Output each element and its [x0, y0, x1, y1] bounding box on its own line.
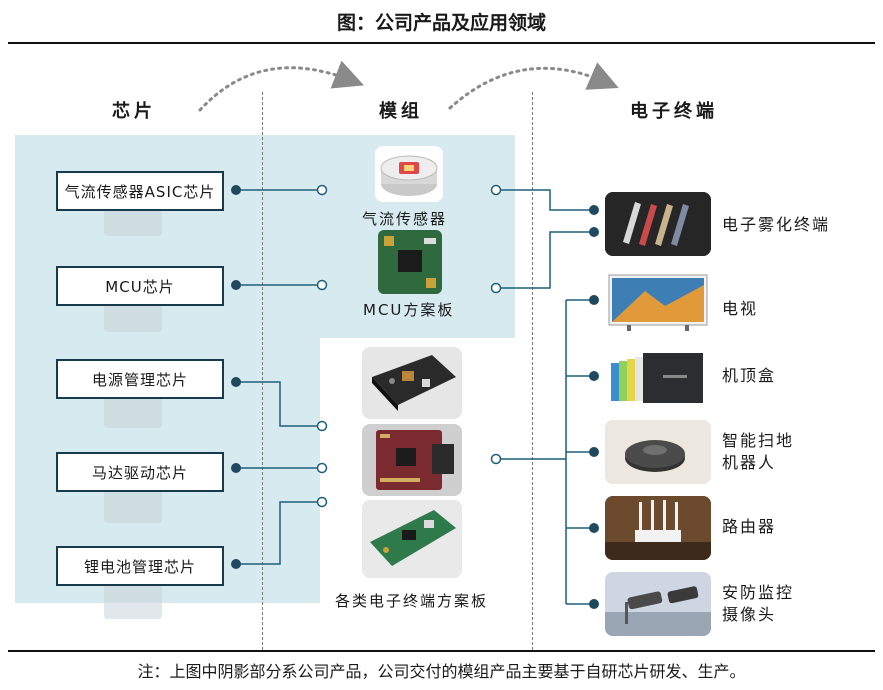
- airflow-sensor-image: [375, 146, 443, 202]
- terminal-label-set-top-box: 机顶盒: [722, 366, 777, 385]
- terminal-board-image-3: [362, 500, 462, 578]
- divider-chip-module: [262, 92, 263, 650]
- mcu-board-image: [378, 230, 442, 294]
- chip-box-mcu: MCU芯片: [56, 266, 224, 306]
- chip-box-motor-driver: 马达驱动芯片: [56, 452, 224, 492]
- module-label-mcu-board: MCU方案板: [363, 301, 455, 319]
- terminal-board-image-1: [362, 347, 462, 419]
- set-top-box-image: [605, 345, 711, 409]
- terminal-label-security-camera: 安防监控 摄像头: [722, 583, 795, 624]
- divider-module-terminal: [532, 92, 533, 650]
- chip-ghost-image: [104, 487, 162, 523]
- robot-vacuum-image: [605, 420, 711, 484]
- top-rule: [8, 42, 875, 44]
- security-camera-image: [605, 572, 711, 636]
- footnote: 注：上图中阴影部分系公司产品，公司交付的模组产品主要基于自研芯片研发、生产。: [137, 662, 746, 681]
- chip-box-airflow-asic: 气流传感器ASIC芯片: [56, 171, 224, 211]
- header-terminal: 电子终端: [630, 101, 718, 122]
- chip-box-power-management: 电源管理芯片: [56, 359, 224, 399]
- flow-arrow-chip-to-module: [198, 60, 364, 112]
- header-module: 模组: [379, 101, 423, 122]
- router-image: [605, 496, 711, 560]
- terminal-board-image-2: [362, 424, 462, 496]
- vape-device-image: [605, 192, 711, 256]
- terminal-label-tv: 电视: [722, 299, 759, 318]
- chip-box-battery-management: 锂电池管理芯片: [56, 546, 224, 586]
- header-chip: 芯片: [112, 101, 156, 122]
- chip-ghost-image: [104, 583, 162, 619]
- terminal-label-vape: 电子雾化终端: [722, 215, 831, 234]
- module-label-airflow-sensor: 气流传感器: [362, 210, 448, 228]
- figure-title: 图：公司产品及应用领域: [336, 12, 546, 34]
- tv-image: [605, 271, 711, 335]
- terminal-label-robot-vacuum: 智能扫地 机器人: [722, 431, 795, 472]
- module-label-terminal-boards: 各类电子终端方案板: [335, 592, 489, 610]
- flow-arrow-module-to-terminal: [448, 62, 619, 110]
- terminal-label-router: 路由器: [722, 517, 777, 536]
- bottom-rule: [8, 650, 875, 652]
